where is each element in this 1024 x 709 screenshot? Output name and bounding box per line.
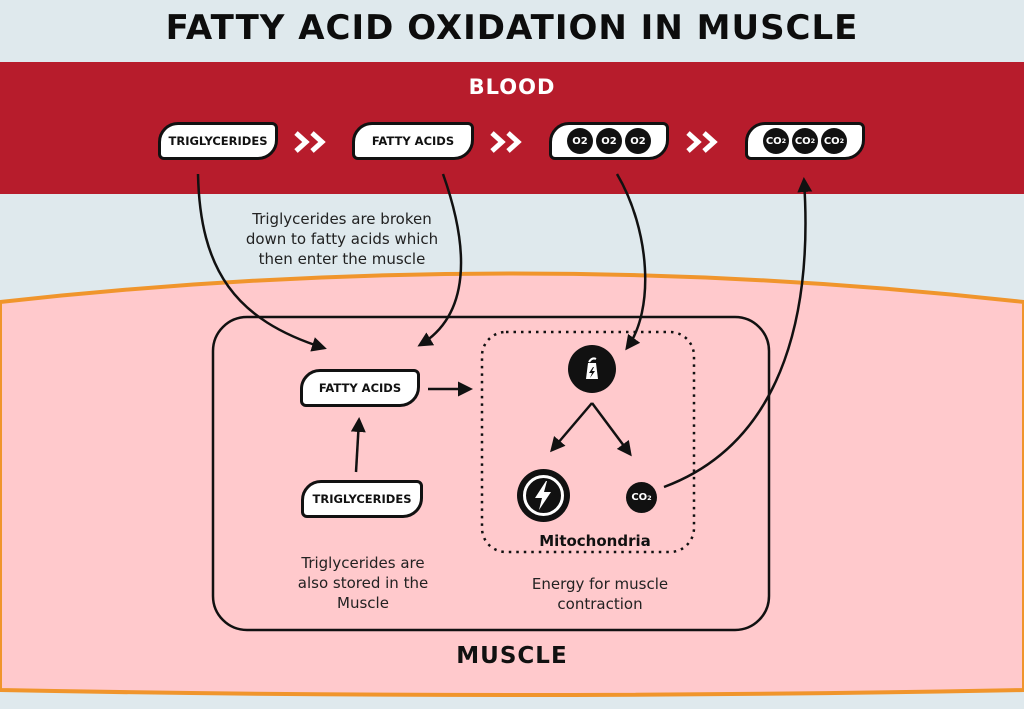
muscle-cell-box	[211, 315, 771, 632]
page-title: FATTY ACID OXIDATION IN MUSCLE	[165, 8, 859, 48]
arrow-triglycerides-to-fatty-acids	[350, 417, 366, 473]
double-chevron-icon	[490, 131, 522, 153]
arrow-blood-triglycerides-to-muscle	[196, 173, 327, 352]
blood-oxygen-pill: O2 O2 O2	[549, 122, 669, 160]
double-chevron-icon	[686, 131, 718, 153]
mitochondria-box	[480, 330, 696, 554]
muscle-triglycerides-pill: TRIGLYCERIDES	[301, 480, 423, 518]
oxygen-molecule: O2	[596, 128, 622, 154]
mitochondria-reactor-icon	[568, 345, 616, 393]
stored-note: Triglycerides are also stored in the Mus…	[297, 554, 429, 612]
oxygen-molecule: O2	[625, 128, 651, 154]
breakdown-note: Triglycerides are broken down to fatty a…	[245, 210, 439, 268]
arrow-reactor-to-energy	[550, 402, 593, 453]
energy-note: Energy for muscle contraction	[531, 575, 669, 613]
muscle-fatty-acids-pill: FATTY ACIDS	[300, 369, 420, 407]
mitochondria-label: Mitochondria	[539, 532, 651, 550]
arrow-oxygen-to-mitochondria	[615, 173, 647, 351]
arrow-co2-to-blood	[663, 177, 813, 489]
double-chevron-icon	[294, 131, 326, 153]
oxygen-molecule: O2	[567, 128, 593, 154]
arrow-blood-fatty-acids-to-muscle	[417, 173, 463, 347]
blood-label: BLOOD	[468, 75, 556, 99]
muscle-label: MUSCLE	[456, 643, 568, 669]
arrow-reactor-to-co2	[590, 402, 632, 457]
lightning-bolt-icon	[517, 469, 570, 522]
blood-triglycerides-pill: TRIGLYCERIDES	[158, 122, 278, 160]
blood-fatty-acids-pill: FATTY ACIDS	[352, 122, 474, 160]
